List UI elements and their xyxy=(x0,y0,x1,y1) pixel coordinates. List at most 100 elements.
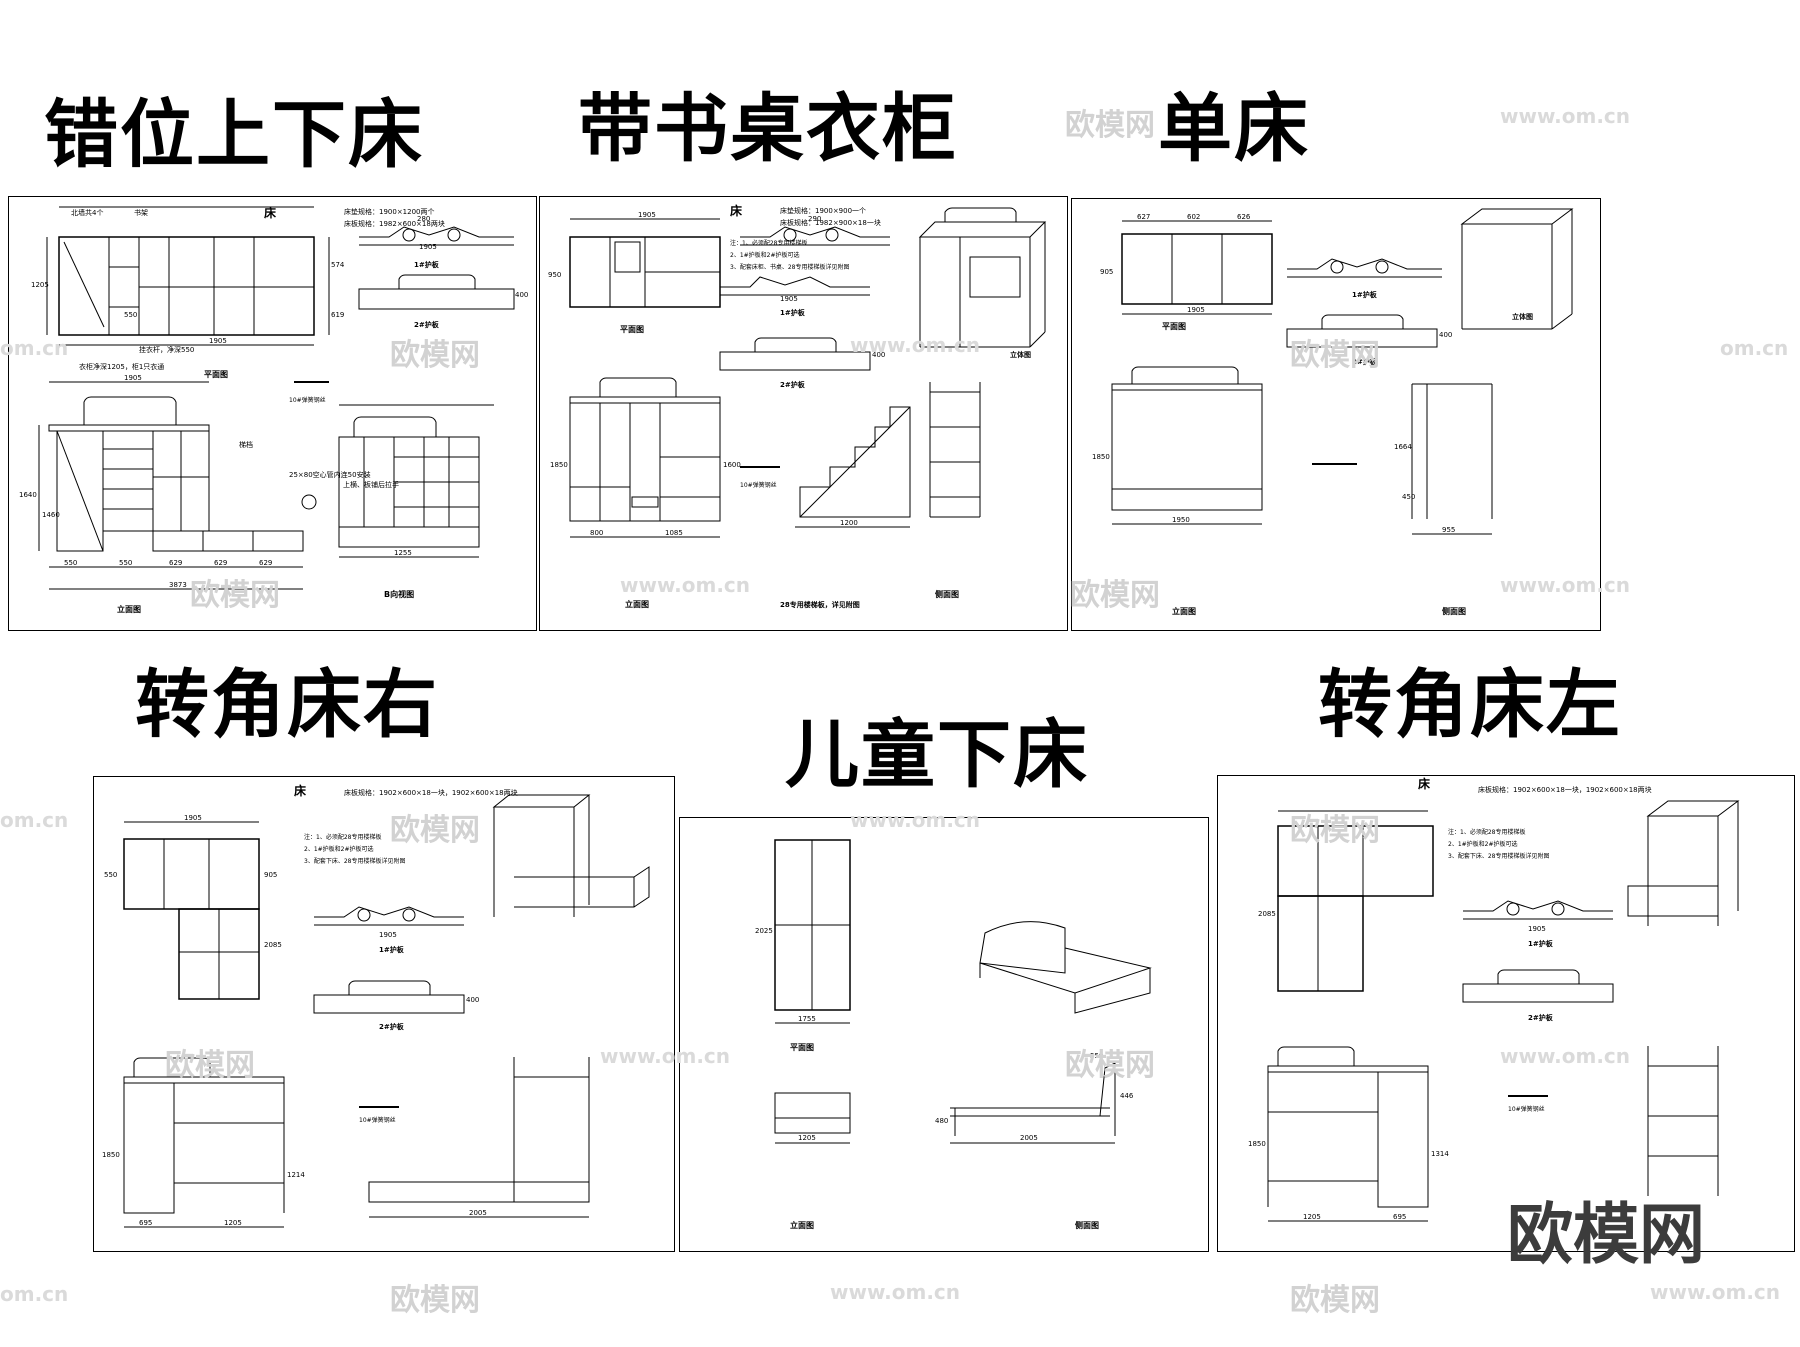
sheet2-guard-boards: 290 1905 1#护板 400 2#护板 xyxy=(719,215,890,389)
sheet1-dim-1905-front: 1905 xyxy=(124,374,142,382)
sheet4-note3: 3、配套下床、28专用楼梯板详见附图 xyxy=(304,857,405,865)
sheet1-note-book: 书架 xyxy=(134,208,148,217)
sheet4-3d-view xyxy=(492,794,650,917)
sheet1-dim-574: 574 xyxy=(331,261,345,269)
sheet5-iso-bed xyxy=(979,921,1152,1014)
sheet2-note3: 3、配套床柜、书桌、28专用楼梯板详见附图 xyxy=(730,263,849,271)
sheet6-dim-1905-g1: 1905 xyxy=(1528,925,1546,933)
sheet5-dim-480: 480 xyxy=(935,1117,948,1125)
sheet2-front-elevation: 1850 1600 800 1085 立面图 xyxy=(550,377,741,609)
sheet4-dim-2085: 2085 xyxy=(264,941,282,949)
sheet3-dim-626: 626 xyxy=(1237,213,1251,221)
sheet1-dim-629-b: 629 xyxy=(214,559,227,567)
sheet3-dim-1905-plan: 1905 xyxy=(1187,306,1205,314)
sheet3-guard-boards: 1#护板 400 2#护板 xyxy=(1286,258,1452,366)
sheet4-heading: 床 xyxy=(294,783,307,798)
sheet6-note3: 3、配套下床、28专用楼梯板详见附图 xyxy=(1448,852,1549,860)
sheet3-3d-view: 立体图 xyxy=(1460,208,1574,330)
sheet2-note1: 注：1、必须配28专用楼梯板 xyxy=(730,239,807,247)
sheet6-side-view xyxy=(1647,1046,1719,1196)
sheet1-dim-1640: 1640 xyxy=(19,491,37,499)
watermark-brand: 欧模网 xyxy=(1290,1283,1380,1318)
sheet6-plan-view: 2085 xyxy=(1258,810,1434,992)
kids-lower-drawing: 2025 1755 平面图 1205 立面图 446 550 480 2005 … xyxy=(755,839,1152,1230)
drawing-sheet-kids-lower: 2025 1755 平面图 1205 立面图 446 550 480 2005 … xyxy=(679,817,1209,1252)
sheet2-label-guard1: 1#护板 xyxy=(780,308,806,317)
watermark-url: www.om.cn xyxy=(830,1280,961,1304)
sheet3-dim-1664: 1664 xyxy=(1394,443,1412,451)
sheet3-front-elevation: 1850 1950 立面图 xyxy=(1092,366,1263,616)
sheet5-label-front: 立面图 xyxy=(790,1220,814,1230)
sheet1-dim-1905-plan: 1905 xyxy=(209,337,227,345)
watermark-url: www.om.cn xyxy=(850,333,981,357)
sheet2-spec1: 床垫规格：1900×900一个 xyxy=(780,206,866,215)
sheet1-note-screw: 25×80空心管内连50安装 xyxy=(289,470,371,479)
sheet5-label-side: 侧面图 xyxy=(1075,1220,1099,1230)
sheet1-spec1: 床垫规格：1900×1200两个 xyxy=(344,207,435,216)
sheet1-label-guard1: 1#护板 xyxy=(414,260,440,269)
sheet2-note-spring: 10#弹簧钢丝 xyxy=(740,481,777,489)
watermark-brand: 欧模网 xyxy=(190,578,280,613)
sheet3-label-front: 立面图 xyxy=(1172,606,1196,616)
sheet1-note-pole: 挂衣杆，净深550 xyxy=(139,345,194,354)
sheet6-note-spring: 10#弹簧钢丝 xyxy=(1508,1105,1545,1113)
sheet4-note-spring: 10#弹簧钢丝 xyxy=(359,1116,396,1124)
sheet1-dim-400: 400 xyxy=(515,291,528,299)
watermark-url-short: om.cn xyxy=(0,336,69,360)
sheet5-dim-1205: 1205 xyxy=(798,1134,816,1142)
sheet3-dim-1850: 1850 xyxy=(1092,453,1110,461)
watermark-url-short: om.cn xyxy=(0,808,69,832)
sheet6-note1: 注：1、必须配28专用楼梯板 xyxy=(1448,828,1525,836)
sheet5-dim-2025: 2025 xyxy=(755,927,773,935)
sheet1-dim-629-a: 629 xyxy=(169,559,182,567)
sheet3-dim-450: 450 xyxy=(1402,493,1415,501)
sheet4-side-view: 2005 xyxy=(368,1057,590,1218)
sheet3-plan-view: 627 602 626 905 1905 平面图 xyxy=(1100,213,1273,331)
title-corner-left: 转角床左 xyxy=(1318,662,1622,748)
sheet2-dim-400: 400 xyxy=(872,351,885,359)
sheet4-dim-1205: 1205 xyxy=(224,1219,242,1227)
sheet6-label-guard2: 2#护板 xyxy=(1528,1013,1554,1022)
sheet5-plan-view: 2025 1755 平面图 xyxy=(755,839,851,1052)
sheet5-dim-2005: 2005 xyxy=(1020,1134,1038,1142)
watermark-url: www.om.cn xyxy=(600,1044,731,1068)
sheet5-label-plan: 平面图 xyxy=(790,1043,814,1052)
sheet3-label-3d: 立体图 xyxy=(1512,312,1533,321)
sheet6-3d-view xyxy=(1627,800,1740,926)
sheet3-label-guard2: 2#护板 xyxy=(1352,357,1378,366)
sheet2-side-view: 侧面图 xyxy=(929,382,981,599)
sheet2-note2: 2、1#护板和2#护板可选 xyxy=(730,251,800,259)
sheet3-dim-400: 400 xyxy=(1439,331,1452,339)
drawing-sheet-staggered-bunk: 床 床垫规格：1900×1200两个 床板规格：1982×600×18两块 12… xyxy=(8,196,537,631)
watermark-brand: 欧模网 xyxy=(165,1048,255,1083)
sheet6-note2: 2、1#护板和2#护板可选 xyxy=(1448,840,1518,848)
sheet2-stair-view: 1200 28专用楼梯板，详见附图 xyxy=(780,406,911,609)
watermark-brand: 欧模网 xyxy=(1065,1048,1155,1083)
sheet4-label-guard1: 1#护板 xyxy=(379,945,405,954)
sheet1-dim-1460: 1460 xyxy=(42,511,60,519)
watermark-url: www.om.cn xyxy=(1650,1280,1781,1304)
sheet3-label-guard1: 1#护板 xyxy=(1352,290,1378,299)
sheet1-label-b-view: B向视图 xyxy=(384,589,414,599)
sheet4-front-elevation: 1850 1214 695 1205 xyxy=(102,1057,305,1228)
sheet4-guard-boards: 1905 1#护板 400 2#护板 xyxy=(313,906,479,1031)
sheet2-dim-1905: 1905 xyxy=(638,211,656,219)
watermark-url: www.om.cn xyxy=(1500,573,1631,597)
sheet2-dim-800: 800 xyxy=(590,529,603,537)
sheet1-note-rail: 上横、板铺后拉手 xyxy=(343,480,399,489)
sheet3-side-view: 1664 450 955 侧面图 xyxy=(1394,383,1493,616)
sheet2-label-stair: 28专用楼梯板，详见附图 xyxy=(780,600,860,609)
sheet2-dim-290: 290 xyxy=(808,215,821,223)
sheet2-dim-1600: 1600 xyxy=(723,461,741,469)
title-corner-right: 转角床右 xyxy=(135,662,439,748)
sheet1-dim-550-b: 550 xyxy=(119,559,132,567)
corner-left-drawing: 床 床板规格：1902×600×18一块，1902×600×18两块 2085 … xyxy=(1248,776,1740,1222)
watermark-brand: 欧模网 xyxy=(1065,108,1155,143)
sheet6-front-elevation: 1850 1314 1205 695 xyxy=(1248,1046,1449,1222)
sheet4-dim-1850: 1850 xyxy=(102,1151,120,1159)
sheet1-dim-1905-g1: 1905 xyxy=(419,243,437,251)
watermark-brand: 欧模网 xyxy=(390,338,480,373)
sheet1-label-guard2: 2#护板 xyxy=(414,320,440,329)
watermark-url: www.om.cn xyxy=(1500,104,1631,128)
sheet2-label-side: 侧面图 xyxy=(935,589,959,599)
